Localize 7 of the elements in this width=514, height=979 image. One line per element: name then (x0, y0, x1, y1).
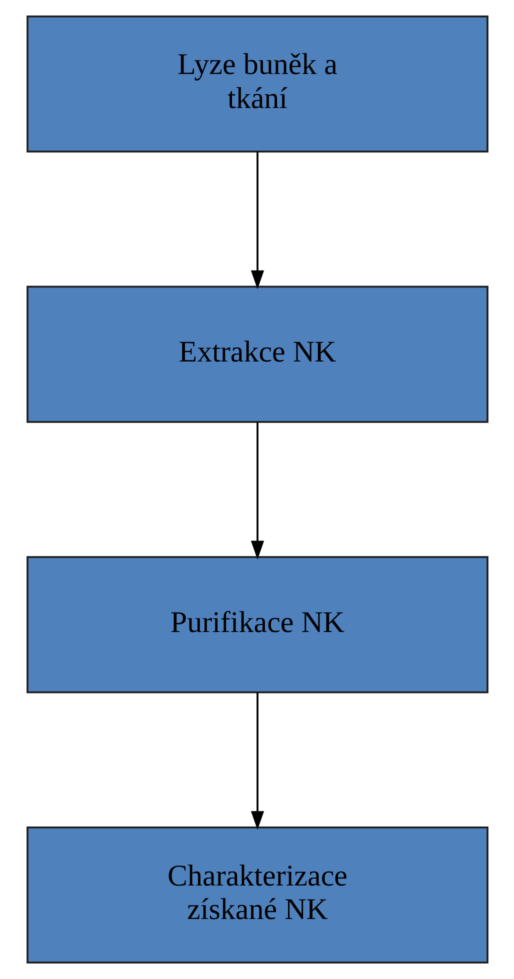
node-box: Lyze buněk a tkání (26, 15, 488, 152)
arrow (250, 152, 264, 290)
node-box: Purifikace NK (26, 556, 488, 694)
node-box: Extrakce NK (26, 286, 488, 423)
arrow (250, 422, 264, 560)
node-box: Charakterizace získané NK (26, 826, 488, 964)
arrow (250, 692, 264, 830)
